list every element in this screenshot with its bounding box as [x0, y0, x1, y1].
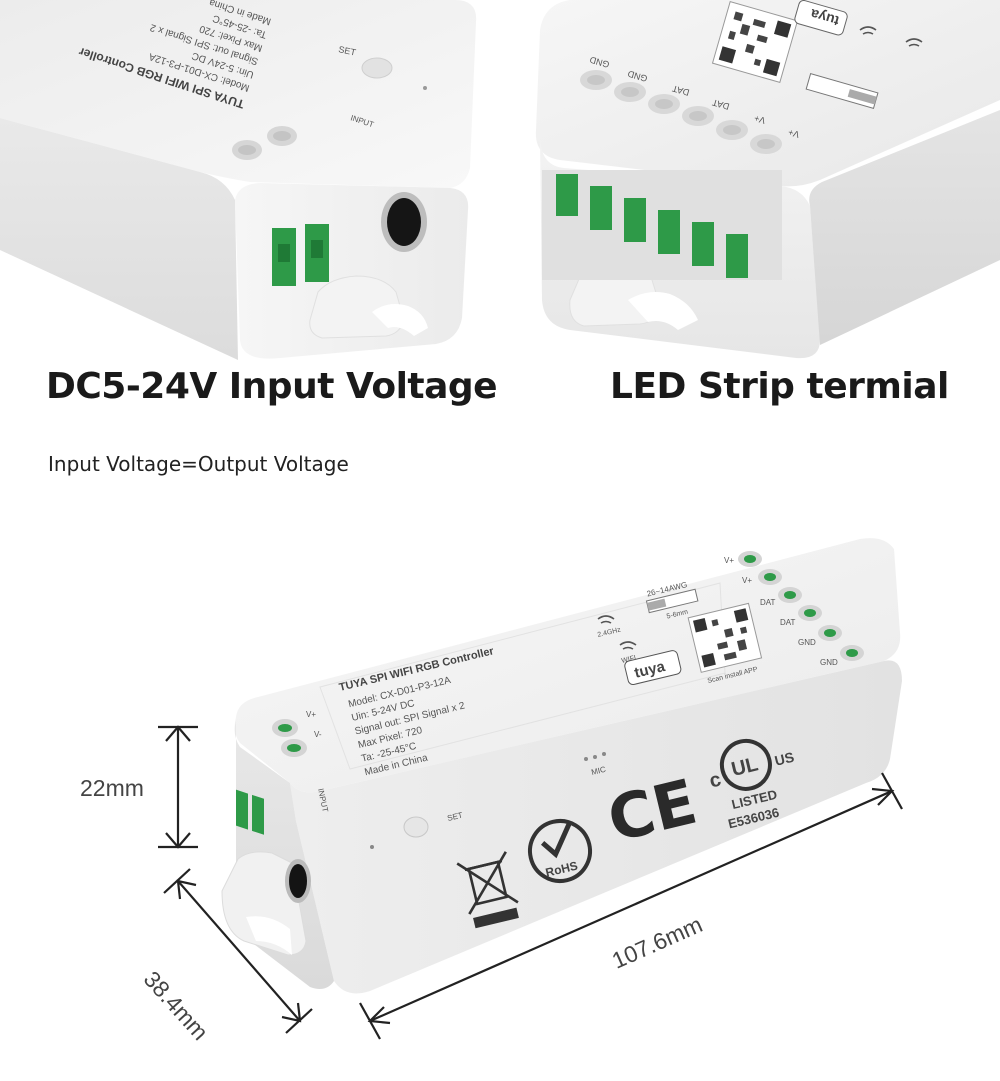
svg-text:DAT: DAT [671, 83, 691, 98]
input-end-view: TUYA SPI WIFI RGB Controller Model: CX-D… [0, 0, 477, 360]
terminal-label: V+ [742, 576, 752, 585]
weee-bin-icon [456, 851, 519, 929]
terminal-label: GND [820, 658, 838, 667]
qr-code-icon: Scan install APP [687, 602, 763, 685]
svg-text:DAT: DAT [711, 97, 731, 112]
strip-terminal-heading: LED Strip termial [610, 366, 949, 407]
terminal-label: V+ [724, 556, 734, 565]
svg-text:V+: V+ [787, 127, 801, 140]
wifi-icon [619, 641, 637, 650]
svg-text:SET: SET [338, 44, 358, 58]
length-dimension-line [369, 789, 893, 1023]
terminal-label: V+ [306, 710, 316, 719]
terminal-label: V- [314, 730, 322, 739]
voltage-note: Input Voltage=Output Voltage [48, 452, 349, 476]
tuya-logo-icon: tuya [624, 650, 682, 686]
svg-text:tuya: tuya [633, 658, 668, 682]
height-dimension-label: 22mm [80, 775, 144, 801]
set-button[interactable] [403, 816, 429, 838]
set-label: SET [446, 811, 463, 823]
width-dimension-line [177, 880, 301, 1022]
terminal-label: DAT [780, 618, 796, 627]
strip-length: 5-6mm [666, 609, 689, 621]
terminal-block [542, 170, 782, 280]
device-dimension-view: V+ V+ DAT DAT GND GND V+ V- TUYA SPI WIF… [158, 538, 903, 1040]
svg-text:V+: V+ [753, 113, 767, 126]
rohs-icon: RoHS [528, 819, 592, 883]
tuya-logo-icon: tuya [794, 0, 848, 36]
mic-label: MIC [590, 765, 607, 777]
output-terminal-view: tuya GND GND DAT DAT V+ V+ [535, 0, 1000, 359]
wifi-label: WIFI [621, 655, 637, 665]
terminal-label: GND [798, 638, 816, 647]
svg-text:US: US [773, 749, 796, 769]
wifi-icon [597, 615, 615, 624]
svg-text:c: c [707, 768, 723, 792]
svg-text:tuya: tuya [809, 6, 841, 29]
qr-code-icon [711, 0, 799, 84]
terminal-label: DAT [760, 598, 776, 607]
input-voltage-heading: DC5-24V Input Voltage [46, 366, 498, 407]
